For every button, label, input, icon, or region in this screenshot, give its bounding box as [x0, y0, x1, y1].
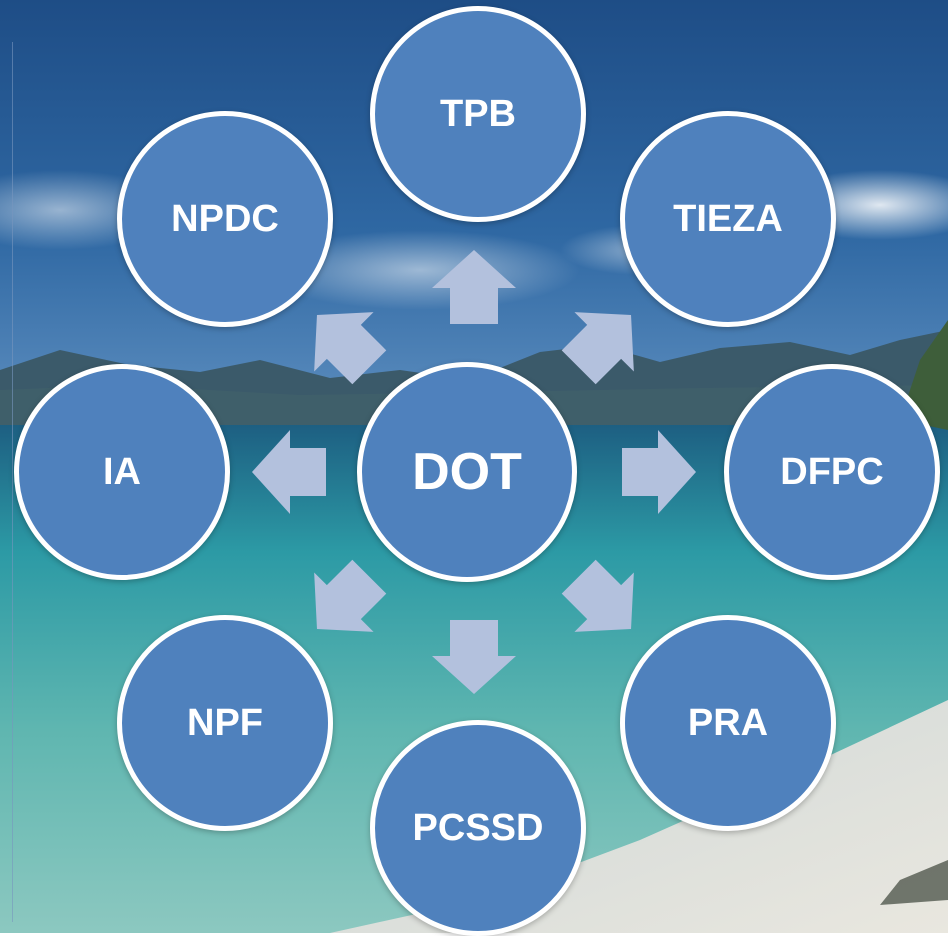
arrow-to-ia — [252, 430, 326, 514]
node-pra: PRA — [620, 615, 836, 831]
node-dfpc-label: DFPC — [780, 450, 884, 493]
arrow-to-dfpc — [622, 430, 696, 514]
arrow-to-tpb — [432, 250, 516, 324]
arrow-to-pra — [561, 559, 634, 632]
arrow-to-tieza — [561, 312, 634, 385]
arrow-to-pcssd — [432, 620, 516, 694]
node-dot-center: DOT — [357, 362, 577, 582]
node-dfpc: DFPC — [724, 364, 940, 580]
node-npdc-label: NPDC — [171, 197, 279, 240]
node-ia-label: IA — [103, 450, 141, 493]
arrow-to-npf — [314, 559, 387, 632]
node-ia: IA — [14, 364, 230, 580]
node-tieza-label: TIEZA — [673, 197, 783, 240]
node-pcssd-label: PCSSD — [412, 806, 544, 849]
node-dot-label: DOT — [412, 443, 522, 501]
node-tpb: TPB — [370, 6, 586, 222]
node-tpb-label: TPB — [440, 92, 516, 135]
node-npf-label: NPF — [187, 701, 263, 744]
node-tieza: TIEZA — [620, 111, 836, 327]
node-pra-label: PRA — [687, 701, 769, 744]
node-pcssd: PCSSD — [370, 720, 586, 936]
arrow-to-npdc — [314, 312, 387, 385]
left-border-line — [12, 42, 13, 922]
node-npdc: NPDC — [117, 111, 333, 327]
node-npf: NPF — [117, 615, 333, 831]
